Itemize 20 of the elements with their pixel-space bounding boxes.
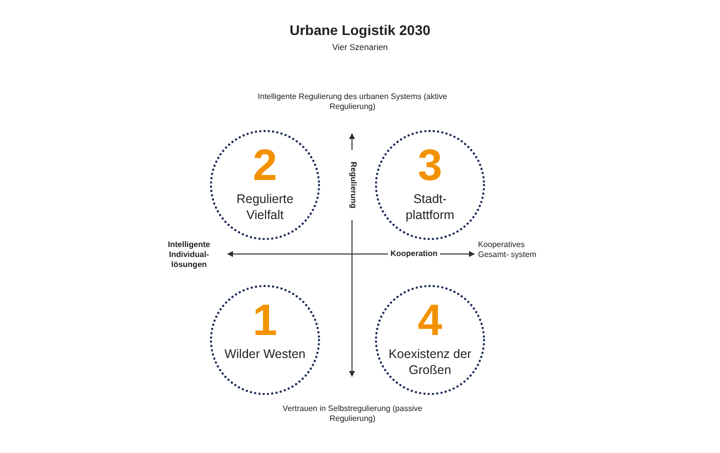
scenario-number: 4: [416, 298, 444, 344]
scenario-name: Koexistenz der Großen: [388, 346, 472, 378]
scenario-circle: [374, 129, 486, 241]
scenario-number: 1: [252, 298, 278, 344]
axis-label: Regulierung: [348, 150, 358, 220]
subtitle: Vier Szenarien: [331, 42, 389, 52]
scenario-number: 3: [416, 143, 444, 189]
diagram-title: Urbane Logistik 2030: [288, 22, 432, 38]
axis-label: Intelligente Individual- lösungen: [166, 240, 212, 270]
scenario-circle: [374, 284, 486, 396]
scenario-circle: [209, 284, 321, 396]
scenario-circle: [209, 129, 321, 241]
axis-label: Kooperatives Gesamt- system: [478, 240, 538, 260]
axis-label: Intelligente Regulierung des urbanen Systems (aktive Regulierung): [256, 92, 448, 112]
scenario-name: Regulierte Vielfalt: [236, 191, 294, 223]
axis-label: Kooperation: [388, 249, 440, 259]
scenario-name: Stadt- plattform: [404, 191, 456, 223]
scenario-name: Wilder Westen: [223, 346, 307, 362]
scenario-number: 2: [252, 143, 278, 189]
axis-label: Vertrauen in Selbstregulierung (passive Regulierung): [282, 404, 424, 424]
